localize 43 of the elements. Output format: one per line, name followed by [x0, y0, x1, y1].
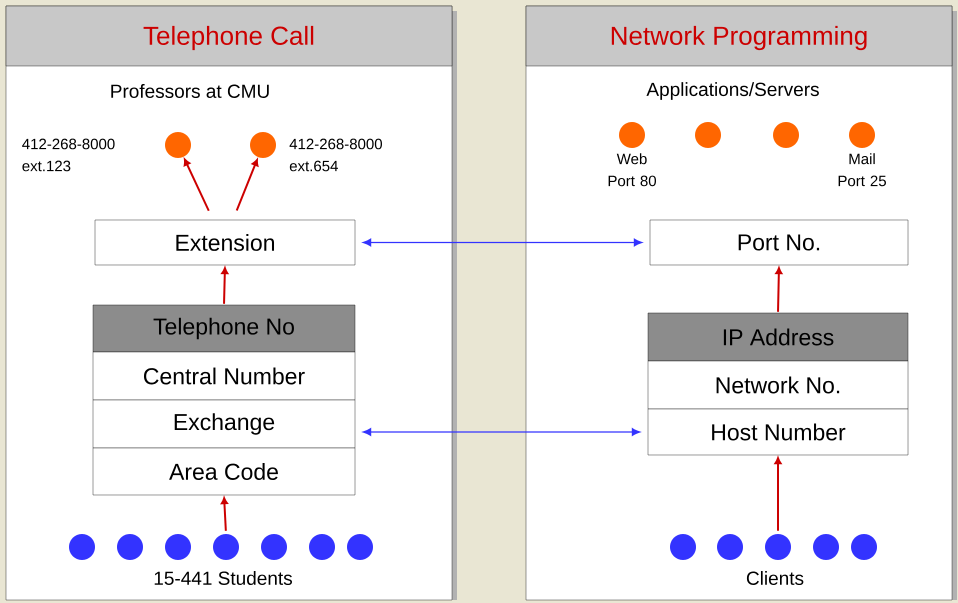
arrow: [774, 457, 782, 531]
dot: [670, 534, 696, 560]
dot: [165, 534, 191, 560]
field-box: Extension: [94, 220, 356, 266]
arrow: [775, 267, 782, 312]
circle-caption: 412-268-8000 ext.654: [290, 138, 382, 172]
arrow: [221, 267, 228, 304]
dot: [765, 534, 791, 560]
circle-caption: 412-268-8000 ext.123: [22, 138, 115, 172]
field-box: Port No.: [650, 220, 908, 266]
dot: [347, 534, 373, 560]
dot: [695, 122, 721, 148]
field-box: Host Number: [648, 408, 908, 456]
dot: [813, 534, 839, 560]
arrow: [220, 497, 228, 531]
dot: [213, 534, 239, 560]
dot: [69, 534, 95, 560]
dot: [309, 534, 335, 560]
dot: [717, 534, 743, 560]
dot: [619, 122, 645, 148]
arrow: [236, 158, 258, 211]
field-box: Central Number: [92, 352, 356, 400]
circle-caption: Mail Port 25: [838, 153, 886, 186]
caption-text: 15-441 Students: [154, 571, 292, 585]
dot: [117, 534, 143, 560]
dot: [261, 534, 287, 560]
caption-text: Professors at CMU: [111, 84, 269, 98]
arrow: [362, 238, 642, 246]
dot: [165, 132, 191, 158]
dot: [851, 534, 877, 560]
circle-caption: Web Port 80: [608, 153, 656, 186]
caption-text: Clients: [746, 571, 804, 585]
dot: [849, 122, 875, 148]
arrow: [362, 428, 640, 436]
arrow: [184, 158, 210, 212]
dot: [773, 122, 799, 148]
caption-text: Applications/Servers: [646, 82, 819, 100]
header-cell: Telephone No: [92, 304, 356, 352]
header-cell: IP Address: [648, 312, 908, 362]
field-box: Exchange: [92, 400, 356, 448]
dot: [250, 132, 276, 158]
field-box: Area Code: [92, 448, 356, 496]
field-box: Network No.: [648, 360, 908, 410]
